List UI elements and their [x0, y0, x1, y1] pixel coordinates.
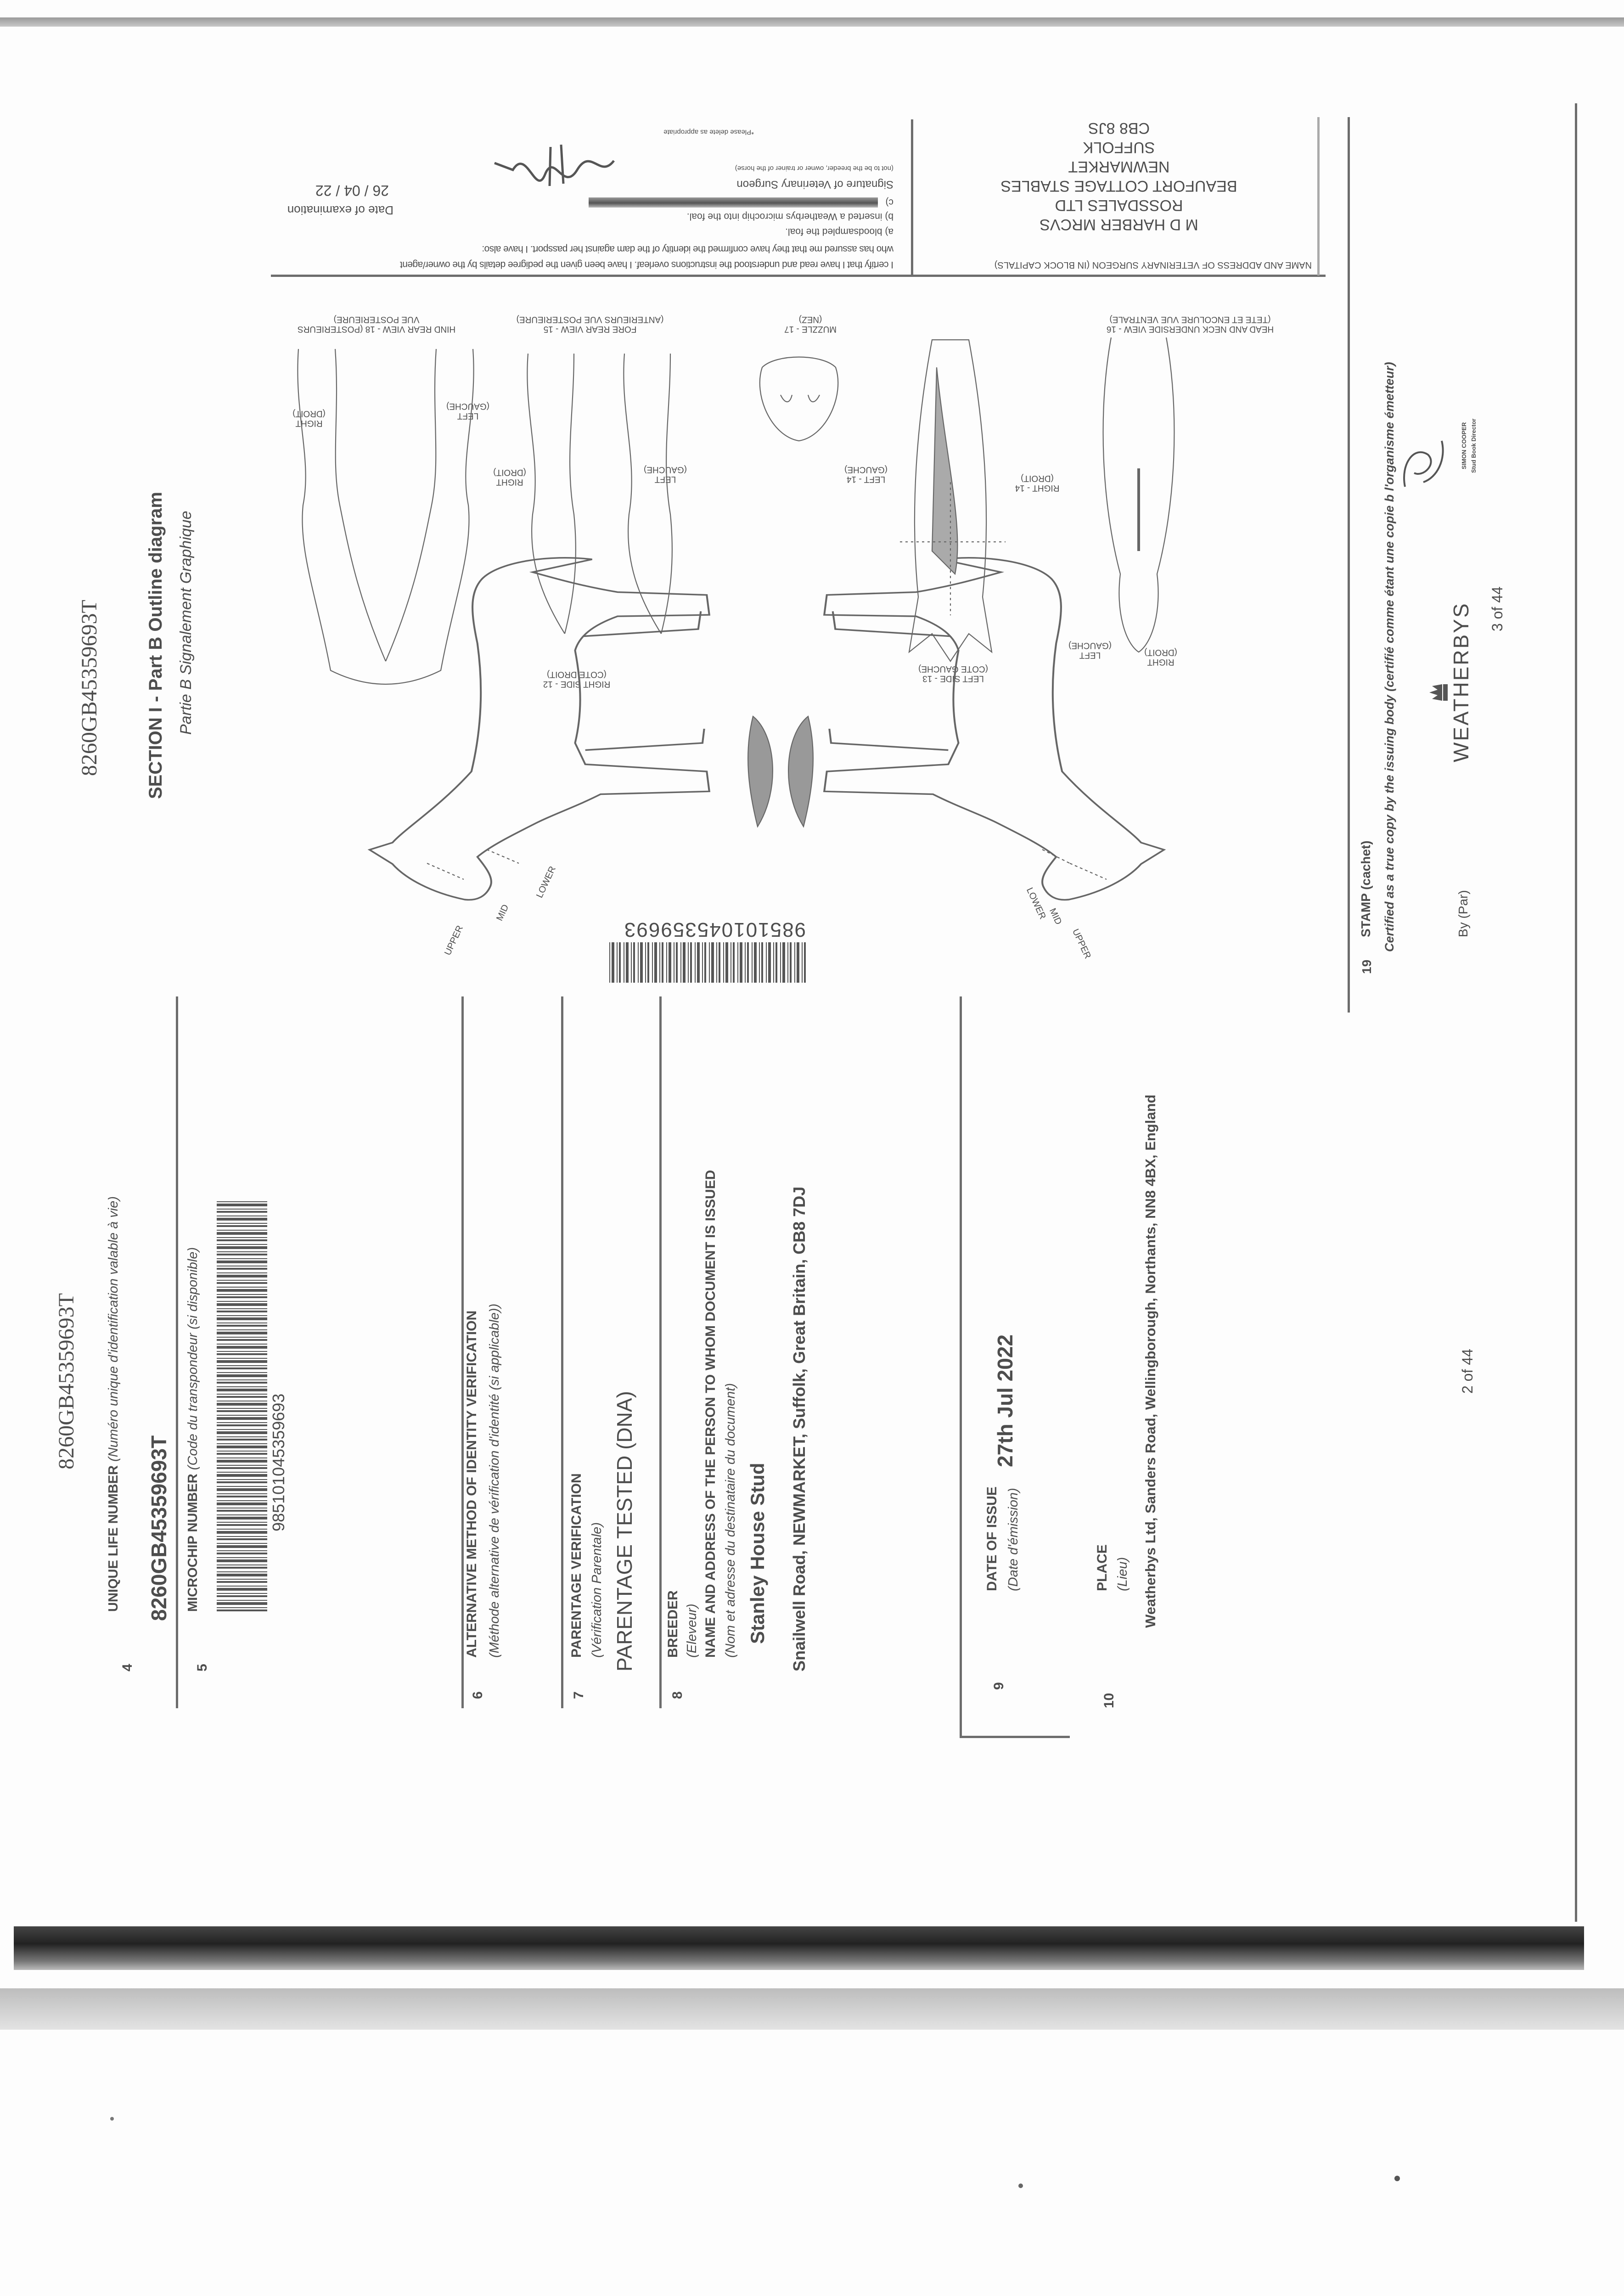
- date-of-issue-value: 27th Jul 2022: [993, 1334, 1017, 1467]
- head-marking: [931, 367, 958, 575]
- marking-shading: [788, 715, 814, 828]
- breeder-address: Snailwell Road, NEWMARKET, Suffolk, Grea…: [790, 1186, 809, 1671]
- signatory-title: Stud Book Director: [1470, 418, 1477, 473]
- addressee-label: NAME AND ADDRESS OF THE PERSON TO WHOM D…: [703, 1170, 718, 1658]
- scan-speck: [1394, 2176, 1400, 2181]
- place-label-fr: (Lieu): [1115, 1557, 1130, 1591]
- item-number: 19: [1360, 959, 1374, 974]
- scan-speck: [110, 2117, 114, 2121]
- alt-verification-label: ALTERNATIVE METHOD OF IDENTITY VERIFICAT…: [464, 1310, 479, 1658]
- label-en: MICROCHIP NUMBER: [185, 1474, 200, 1612]
- breeder-name: Stanley House Stud: [747, 1463, 768, 1644]
- vet-signature: [494, 144, 615, 186]
- page-edge-border: [1575, 103, 1577, 1922]
- head-front-view: [908, 339, 993, 662]
- stamp-certified-text: Certified as a true copy by the issuing …: [1382, 362, 1396, 952]
- stamp-by-label: By (Par): [1456, 890, 1470, 937]
- parentage-value: PARENTAGE TESTED (DNA): [613, 1391, 636, 1671]
- label-fr: (Numéro unique d'identification valable …: [106, 1196, 121, 1462]
- passport-barcode-number: 985101045359693: [623, 918, 806, 941]
- alt-verification-label-fr: (Méthode alternative de vérification d'i…: [487, 1303, 502, 1658]
- horse-left-side: [824, 558, 1164, 900]
- date-box-border: [960, 1736, 1070, 1738]
- fore-rear-leg-left: [623, 353, 673, 634]
- horse-outline-diagram: [297, 337, 1175, 1056]
- page-number: 3 of 44: [1489, 586, 1506, 631]
- vet-box-divider: [911, 119, 913, 276]
- neck-zone-lines: [427, 849, 519, 880]
- place-value: Weatherbys Ltd, Sanders Road, Wellingbor…: [1142, 1094, 1158, 1628]
- horse-right-side: [370, 558, 709, 900]
- scan-fold-highlight: [0, 1988, 1624, 2030]
- head-crosshair: [900, 482, 1006, 615]
- hind-rear-legs: [334, 349, 437, 662]
- microchip-barcode: [217, 1201, 267, 1611]
- addressee-label-fr: (Nom et adresse du destinataire du docum…: [723, 1383, 738, 1658]
- stamp-signature: [1403, 440, 1444, 487]
- signatory-name: SIMON COOPER: [1461, 422, 1467, 469]
- vet-box-border: [1317, 117, 1320, 276]
- crown-logo-icon: [1429, 684, 1448, 701]
- microchip-number-value: 985101045359693: [269, 1393, 288, 1531]
- breeder-label-fr: (Eleveur): [685, 1604, 699, 1658]
- page-number: 2 of 44: [1459, 1349, 1476, 1394]
- divider: [659, 996, 662, 1708]
- divider: [461, 996, 464, 1708]
- divider: [561, 996, 563, 1708]
- breeder-label: BREEDER: [665, 1590, 680, 1658]
- item-number: 8: [670, 1691, 685, 1699]
- parentage-label-fr: (Vérification Parentale): [590, 1522, 604, 1658]
- item-number: 6: [470, 1691, 485, 1699]
- date-of-issue-label-fr: (Date d'émission): [1006, 1488, 1021, 1591]
- hind-rear-view: [297, 349, 474, 685]
- label-fr: (Code du transpondeur (si disponible): [185, 1247, 200, 1470]
- weatherbys-logo: WEATHERBYS: [1449, 602, 1473, 762]
- item-number: 7: [571, 1691, 586, 1699]
- date-of-issue-label: DATE OF ISSUE: [984, 1486, 1000, 1591]
- vet-box-border: [271, 275, 1326, 277]
- unique-life-number-label: UNIQUE LIFE NUMBER (Numéro unique d'iden…: [106, 1196, 121, 1612]
- passport-barcode: [608, 942, 806, 983]
- scan-edge-top: [0, 17, 1624, 27]
- page-header-id: 8260GB45359693T: [54, 1293, 79, 1469]
- vet-certification-box: NAME AND ADDRESS OF VETERINARY SURGEON (…: [271, 117, 1326, 276]
- stamp-box-border: [1348, 117, 1350, 1013]
- divider: [176, 996, 178, 1708]
- neck-zone-lines: [1042, 849, 1107, 880]
- item-number: 4: [120, 1664, 135, 1671]
- item-number: 5: [195, 1664, 210, 1671]
- item-number: 9: [991, 1682, 1006, 1690]
- date-box-border: [960, 996, 962, 1736]
- label-en: UNIQUE LIFE NUMBER: [106, 1465, 121, 1612]
- parentage-label: PARENTAGE VERIFICATION: [569, 1473, 584, 1658]
- passport-barcode-block: 985101045359693: [608, 914, 806, 983]
- muzzle-view: [759, 356, 839, 442]
- fore-rear-leg-right: [527, 353, 576, 634]
- item-number: 10: [1101, 1693, 1117, 1708]
- head-underside-view: [1102, 337, 1175, 653]
- stamp-label: STAMP (cachet): [1359, 840, 1373, 937]
- unique-life-number-value: 8260GB45359693T: [147, 1435, 171, 1621]
- scan-fold-shadow: [14, 1926, 1584, 1970]
- scan-speck: [1018, 2183, 1023, 2188]
- microchip-number-label: MICROCHIP NUMBER (Code du transpondeur (…: [185, 1247, 200, 1612]
- place-label: PLACE: [1095, 1544, 1110, 1591]
- marking-shading: [747, 715, 773, 828]
